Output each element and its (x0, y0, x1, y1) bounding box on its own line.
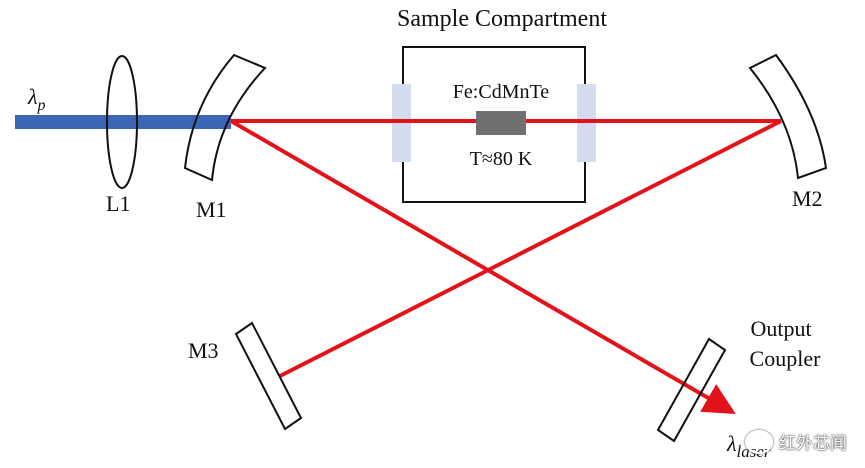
output-coupler-label-line2: Coupler (750, 346, 822, 371)
m3-label: M3 (188, 338, 219, 363)
pump-lambda: λ (27, 84, 38, 109)
watermark: 红外芯闻 (745, 429, 847, 454)
m2-label: M2 (792, 186, 823, 211)
laser-beam-m1-output (229, 119, 736, 415)
sample-crystal (476, 111, 526, 135)
chat-bubble-icon (745, 429, 773, 454)
pump-subscript: p (37, 97, 46, 114)
sample-label: Fe:CdMnTe (453, 81, 550, 103)
mirror-m3 (234, 321, 303, 431)
m1-label: M1 (196, 197, 227, 222)
watermark-text: 红外芯闻 (779, 434, 847, 454)
output-coupler (656, 337, 727, 443)
pump-wavelength-label: λp (27, 84, 46, 114)
temperature-label: T≈80 K (470, 148, 533, 170)
output-coupler-label-line1: Output (750, 316, 811, 341)
lens-l1 (106, 55, 138, 189)
laser-lambda: λ (726, 431, 737, 456)
laser-beam-m2-m3 (279, 119, 782, 378)
mirror-m2 (748, 53, 828, 180)
sample-compartment-title: Sample Compartment (397, 6, 607, 32)
lens-label: L1 (106, 191, 130, 216)
pump-beam (15, 115, 231, 129)
mirror-m1 (183, 53, 267, 182)
